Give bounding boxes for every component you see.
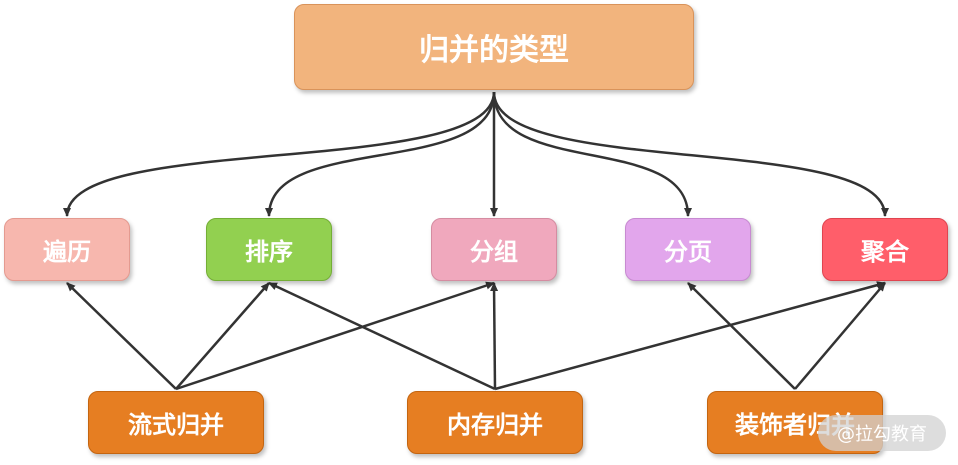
edge-decorator-to-page: [687, 282, 796, 390]
type-label-group: 分组: [470, 238, 518, 266]
type-node-aggregate: 聚合: [822, 218, 948, 281]
edge-stream-to-traverse: [66, 282, 177, 390]
type-label-aggregate: 聚合: [861, 238, 909, 266]
type-node-page: 分页: [625, 218, 751, 281]
type-label-sort: 排序: [245, 238, 293, 266]
type-node-traverse: 遍历: [4, 218, 130, 281]
edge-root-to-traverse: [63, 91, 496, 217]
source-label-memory: 内存归并: [447, 411, 543, 439]
edge-root-to-aggregate: [492, 91, 889, 217]
root-node: 归并的类型: [294, 4, 694, 90]
edge-root-to-page: [492, 91, 692, 217]
watermark-text: @拉勾教育: [837, 424, 927, 445]
type-node-sort: 排序: [206, 218, 332, 281]
edge-root-to-sort: [265, 91, 496, 217]
edge-memory-to-sort: [268, 281, 496, 391]
source-node-stream: 流式归并: [88, 391, 264, 454]
source-node-memory: 内存归并: [407, 391, 583, 454]
root-label: 归并的类型: [419, 33, 569, 68]
source-label-stream: 流式归并: [128, 411, 224, 439]
edge-decorator-to-aggregate: [794, 282, 886, 390]
watermark: @拉勾教育: [818, 415, 946, 451]
edge-stream-to-group: [175, 281, 495, 391]
type-label-traverse: 遍历: [43, 238, 91, 266]
type-label-page: 分页: [664, 238, 712, 266]
edge-memory-to-aggregate: [494, 281, 886, 391]
type-node-group: 分组: [431, 218, 557, 281]
edge-stream-to-sort: [175, 282, 270, 390]
edge-memory-to-group: [490, 282, 499, 390]
